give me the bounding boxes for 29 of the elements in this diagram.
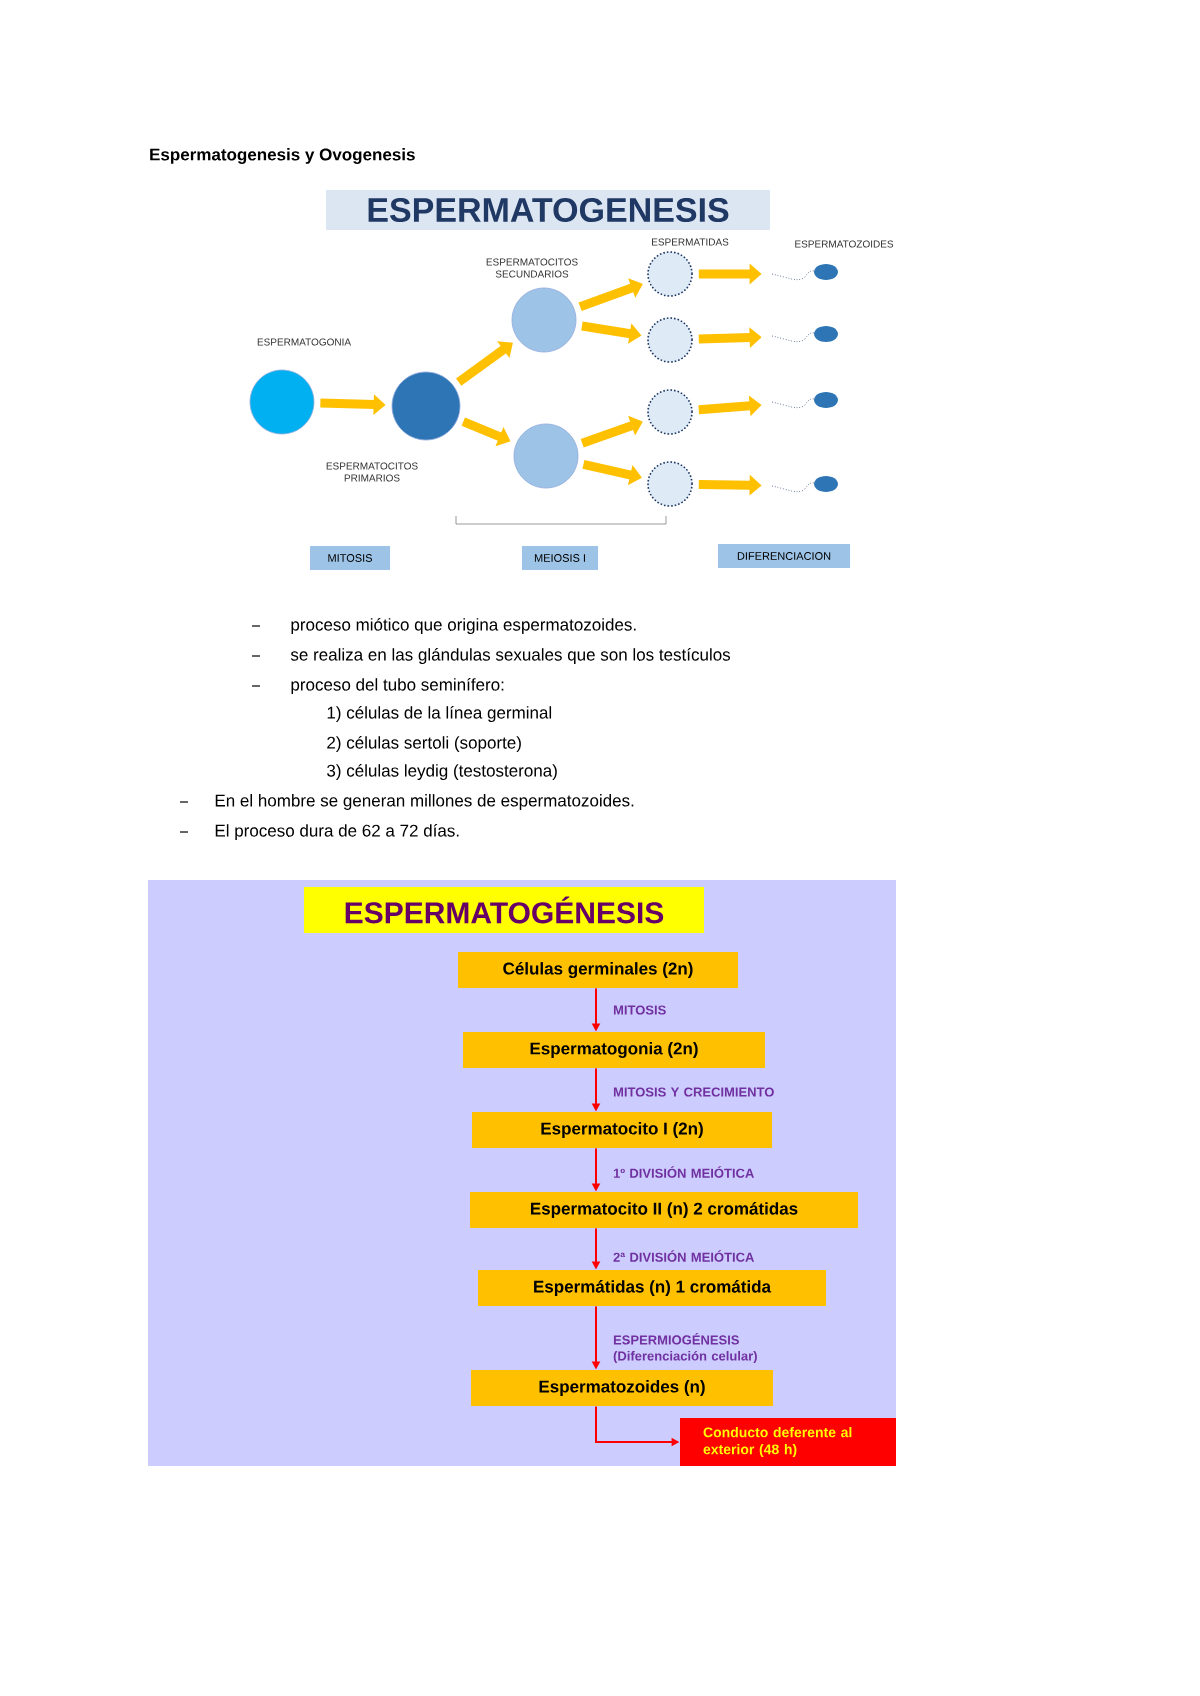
sperm-drawing	[771, 264, 838, 281]
list-item: proceso miótico que origina espermatozoides.	[291, 618, 636, 634]
list-item: El proceso dura de 62 a 72 días.	[215, 824, 459, 840]
stage-box: Espermatozoides (n)	[471, 1370, 773, 1406]
list-item: En el hombre se generan millones de espermatozoides.	[215, 794, 634, 810]
cell-circle	[647, 461, 693, 507]
list-item: 3) células leydig (testosterona)	[327, 764, 557, 780]
stage-box: Células germinales (2n)	[458, 952, 738, 988]
heading-box: ESPERMATOGÉNESIS	[304, 887, 704, 933]
stage-box: Espermatocito II (n) 2 cromátidas	[470, 1192, 858, 1228]
arrow	[578, 278, 643, 312]
cell-circle	[647, 317, 693, 363]
cell-circle	[647, 389, 693, 435]
stage-box: Espermátidas (n) 1 cromátida	[478, 1270, 826, 1306]
arrow	[580, 415, 643, 448]
cell-circle	[513, 423, 579, 489]
sperm-drawing	[771, 326, 838, 343]
cell-circle	[647, 251, 693, 297]
sperm-drawing	[771, 476, 838, 493]
heading-band: ESPERMATOGENESIS	[326, 190, 770, 230]
arrow	[456, 341, 513, 386]
list-item: 2) células sertoli (soporte)	[327, 736, 521, 752]
list-item: 1) células de la línea germinal	[327, 706, 552, 722]
list-item: proceso del tubo seminífero:	[291, 678, 504, 694]
stage-box: Espermatogonia (2n)	[463, 1032, 765, 1068]
list-item: se realiza en las glándulas sexuales que son los testículos	[290, 648, 731, 664]
stage-box: Espermatocito I (2n)	[472, 1112, 772, 1148]
page-title: Espermatogenesis y Ovogenesis	[150, 148, 415, 164]
sperm-drawing	[771, 392, 838, 409]
